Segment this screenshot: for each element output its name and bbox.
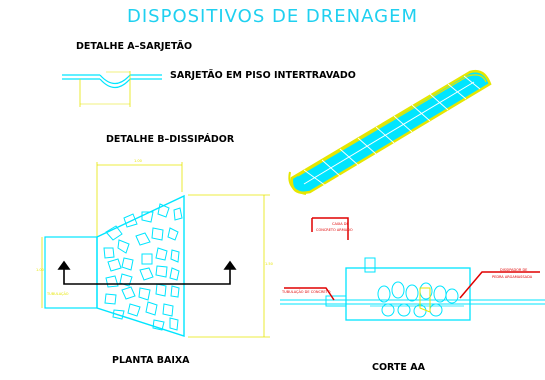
section-view-label: CORTE AA (372, 362, 425, 373)
dim-top: 1.00 (134, 159, 142, 163)
plan-view (41, 162, 270, 338)
pipe-note: TUBULAÇÃO (47, 292, 69, 296)
dim-right: 1.50 (265, 262, 273, 266)
note-top-2: CONCRETO ARMADO (316, 228, 353, 232)
note-right-2: PEDRA ARGAMASSADA (492, 275, 533, 279)
sarjetao-profile (62, 71, 162, 107)
page-title: DISPOSITIVOS DE DRENAGEM (127, 6, 418, 27)
detail-a-heading: DETALHE A–SARJETÃO (76, 41, 193, 52)
sarjetao-label: SARJETÃO EM PISO INTERTRAVADO (170, 70, 356, 81)
note-top-1: CAIXA DE (332, 222, 349, 226)
dim-left: 1.00 (36, 268, 44, 272)
detail-b-heading: DETALHE B–DISSIPÁDOR (106, 134, 235, 145)
note-right-1: DISSIPADOR DE (500, 268, 528, 272)
channel-isometric (288, 70, 492, 195)
note-left: TUBULAÇÃO DE CONCRETO (282, 290, 331, 294)
plan-view-label: PLANTA BAIXA (112, 355, 190, 366)
section-view (280, 217, 545, 321)
